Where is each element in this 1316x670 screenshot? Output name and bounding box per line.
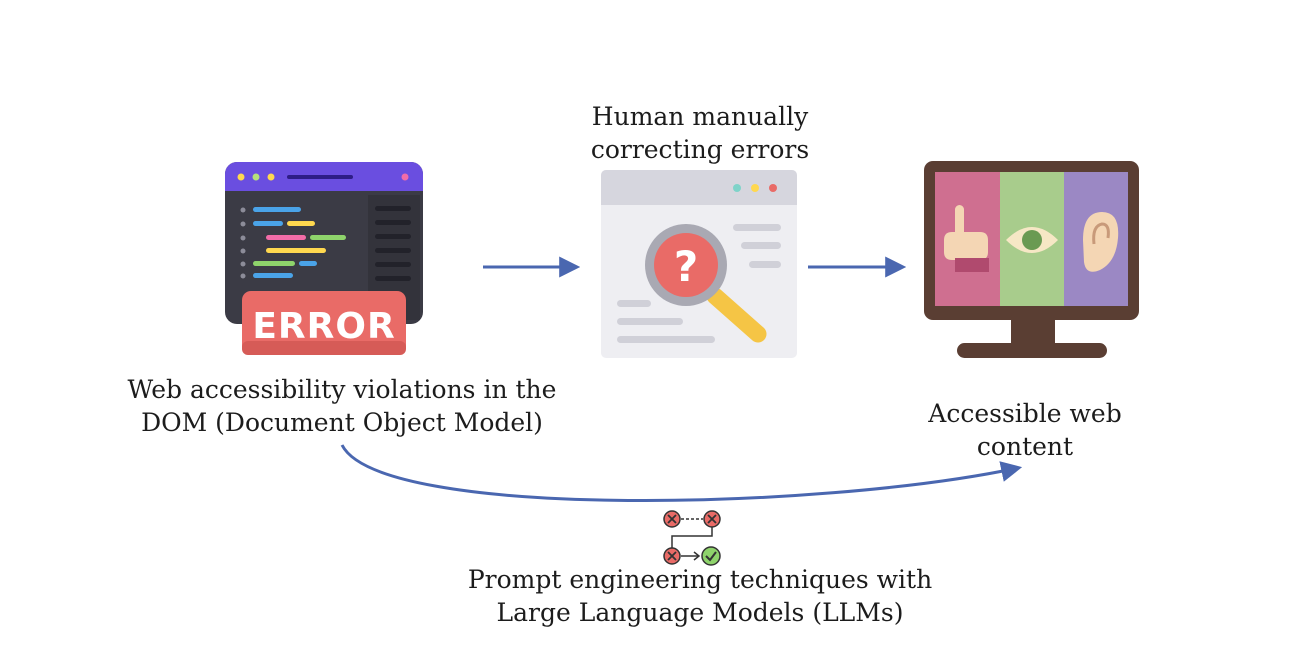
arrow-llm-path (340, 444, 1023, 502)
llm-label-line1: Prompt engineering techniques with (467, 565, 933, 594)
error-badge-text: ERROR (252, 306, 395, 347)
accessible-label-line1: Accessible web (928, 399, 1122, 428)
error-to-check-flow-icon (663, 510, 721, 566)
llm-label-line2: Large Language Models (LLMs) (496, 598, 904, 627)
llm-node-label: Prompt engineering techniques with Large… (430, 563, 970, 629)
hand-icon (944, 205, 989, 272)
human-node-label: Human manually correcting errors (520, 100, 880, 166)
eye-icon (1006, 227, 1058, 253)
human-label-line1: Human manually (591, 102, 809, 131)
accessible-node-label: Accessible web content (900, 397, 1150, 463)
ear-icon (1083, 212, 1119, 272)
magnifier-question-window-icon: ? (601, 170, 797, 358)
source-node-label: Web accessibility violations in the DOM … (112, 373, 572, 439)
code-window-error-icon (225, 162, 423, 355)
source-label-line2: DOM (Document Object Model) (141, 408, 543, 437)
svg-text:?: ? (674, 242, 698, 291)
accessible-label-line2: content (976, 432, 1074, 461)
monitor-hand-eye-ear-icon (924, 161, 1139, 358)
human-label-line2: correcting errors (590, 135, 810, 164)
source-label-line1: Web accessibility violations in the (127, 375, 557, 404)
